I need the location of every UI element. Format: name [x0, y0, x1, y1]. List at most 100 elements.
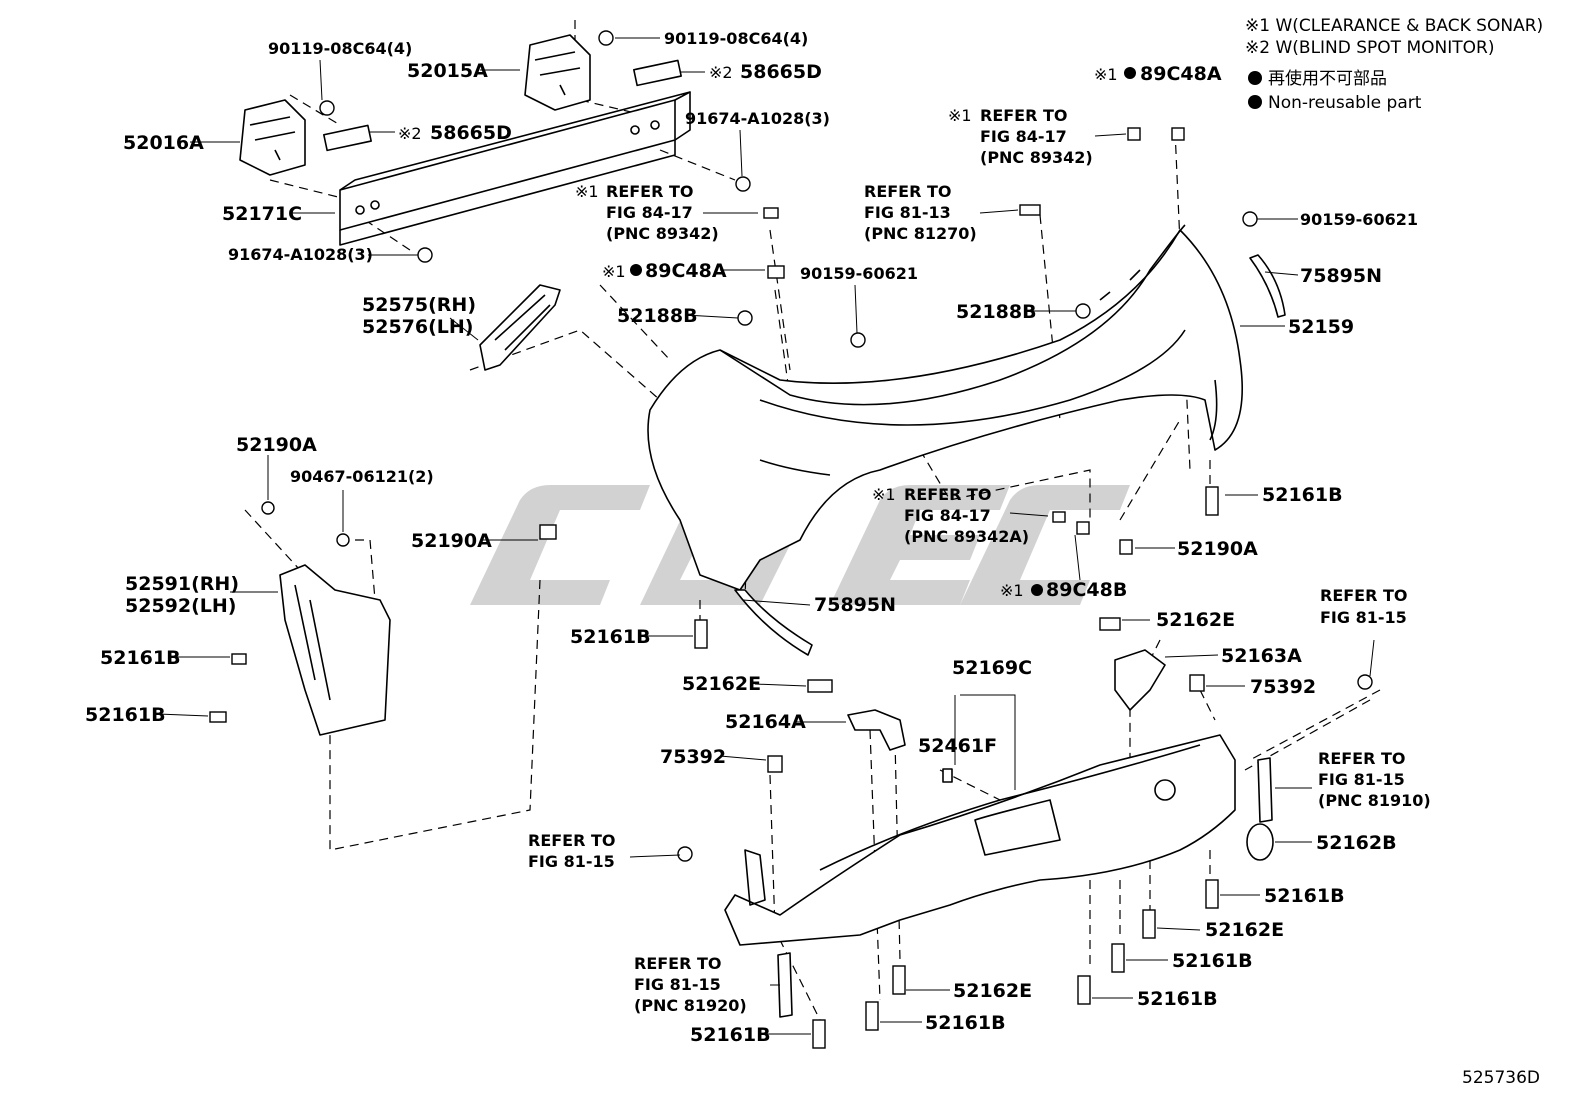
- label-52161b-right1: 52161B: [1262, 484, 1343, 506]
- retainer-52575: [479, 284, 561, 371]
- label-89c48a-top: 89C48A: [1140, 63, 1222, 85]
- ref-a-line3: (PNC 89342): [606, 224, 719, 243]
- label-52190a-top: 52190A: [236, 434, 317, 456]
- ref-d-line1: REFER TO: [904, 485, 992, 504]
- ref-b-line1: REFER TO: [864, 182, 952, 201]
- label-75392-right: 75392: [1250, 676, 1316, 698]
- mark-ref-a: ※1: [575, 182, 599, 201]
- label-58665d-left: 58665D: [430, 122, 512, 144]
- label-52575: 52575(RH): [362, 294, 476, 316]
- legend-dot-2: [1248, 95, 1262, 109]
- bracket-52015a: [524, 34, 591, 111]
- mark-ref-c: ※1: [948, 106, 972, 125]
- label-91674-right: 91674-A1028(3): [685, 109, 830, 128]
- ref-e-line2: FIG 81-15: [1320, 608, 1407, 627]
- label-52164a: 52164A: [725, 711, 806, 733]
- label-52161b-bot2: 52161B: [690, 1024, 771, 1046]
- label-75895n-right: 75895N: [1300, 265, 1382, 287]
- label-52159: 52159: [1288, 316, 1354, 338]
- ref-c-line1: REFER TO: [980, 106, 1068, 125]
- label-52161b-a: 52161B: [100, 647, 181, 669]
- label-52190a-mid: 52190A: [411, 530, 492, 552]
- label-52171c: 52171C: [222, 203, 302, 225]
- legend-note-2: ※2 W(BLIND SPOT MONITOR): [1245, 38, 1494, 58]
- mark-58665d-top: ※2: [709, 63, 733, 82]
- reflector-81910: [1257, 757, 1273, 823]
- ref-g-line2: FIG 81-15: [528, 852, 615, 871]
- pad-58665d-left: [323, 124, 372, 152]
- label-90159-mid: 90159-60621: [800, 264, 918, 283]
- nonreusable-dot-89c48a-top: [1124, 67, 1136, 79]
- pad-52461f: [942, 768, 953, 783]
- nonreusable-dot-89c48a-left: [630, 264, 642, 276]
- fasteners: [209, 30, 1373, 1049]
- label-52592: 52592(LH): [125, 595, 236, 617]
- label-52188b-right: 52188B: [956, 301, 1037, 323]
- label-90119-top: 90119-08C64(4): [664, 29, 808, 48]
- label-52162e-bot: 52162E: [953, 980, 1032, 1002]
- ref-a-line1: REFER TO: [606, 182, 694, 201]
- label-52015a: 52015A: [407, 60, 488, 82]
- label-52016a: 52016A: [123, 132, 204, 154]
- reinforcement-bar-52171c: [339, 91, 691, 246]
- ref-b-line2: FIG 81-13: [864, 203, 951, 222]
- part-labels: 90119-08C64(4) 90119-08C64(4) 52015A ※2 …: [85, 29, 1540, 1088]
- ref-g-line1: REFER TO: [528, 831, 616, 850]
- label-52162e-top: 52162E: [1156, 609, 1235, 631]
- ref-f-line1: REFER TO: [1318, 749, 1406, 768]
- ref-f-line3: (PNC 81910): [1318, 791, 1431, 810]
- cap-52162b: [1246, 823, 1274, 861]
- ref-c-line2: FIG 84-17: [980, 127, 1067, 146]
- label-52162e-left: 52162E: [682, 673, 761, 695]
- ref-b-line3: (PNC 81270): [864, 224, 977, 243]
- molding-75895n-low: [734, 589, 813, 656]
- ref-a-line2: FIG 84-17: [606, 203, 693, 222]
- ref-f-line2: FIG 81-15: [1318, 770, 1405, 789]
- label-90159-right: 90159-60621: [1300, 210, 1418, 229]
- label-75895n-low: 75895N: [814, 594, 896, 616]
- ref-d-line2: FIG 84-17: [904, 506, 991, 525]
- legend: ※1 W(CLEARANCE & BACK SONAR) ※2 W(BLIND …: [1245, 16, 1543, 113]
- label-90467: 90467-06121(2): [290, 467, 434, 486]
- label-52591: 52591(RH): [125, 573, 239, 595]
- bumper-cover-52159: [647, 224, 1243, 591]
- mark-89c48b: ※1: [1000, 581, 1024, 600]
- nonreusable-dot-89c48b: [1031, 584, 1043, 596]
- bracket-52164a: [847, 709, 906, 751]
- label-58665d-top: 58665D: [740, 61, 822, 83]
- lower-valance-52169c: [724, 734, 1236, 946]
- label-89c48b: 89C48B: [1046, 579, 1127, 601]
- side-retainer-52591: [279, 564, 391, 736]
- ref-h-line3: (PNC 81920): [634, 996, 747, 1015]
- legend-dot-1: [1248, 71, 1262, 85]
- reflector-81920: [777, 952, 793, 1018]
- ref-e-line1: REFER TO: [1320, 586, 1408, 605]
- figure-code: 525736D: [1462, 1068, 1540, 1088]
- label-52161b-bot1: 52161B: [925, 1012, 1006, 1034]
- label-52163a: 52163A: [1221, 645, 1302, 667]
- bracket-52016a: [239, 99, 306, 176]
- label-90119-left: 90119-08C64(4): [268, 39, 412, 58]
- ref-h-line1: REFER TO: [634, 954, 722, 973]
- label-52161b-c: 52161B: [570, 626, 651, 648]
- bracket-52163a: [1114, 649, 1166, 711]
- label-52162b: 52162B: [1316, 832, 1397, 854]
- ref-h-line2: FIG 81-15: [634, 975, 721, 994]
- label-52461f: 52461F: [918, 735, 997, 757]
- label-52161b-r2: 52161B: [1264, 885, 1345, 907]
- label-75392-left: 75392: [660, 746, 726, 768]
- label-52161b-r4: 52161B: [1137, 988, 1218, 1010]
- label-52162e-r: 52162E: [1205, 919, 1284, 941]
- ref-c-line3: (PNC 89342): [980, 148, 1093, 167]
- molding-75895n-right: [1249, 254, 1286, 318]
- label-52190a-right: 52190A: [1177, 538, 1258, 560]
- legend-en-nonreusable: Non-reusable part: [1268, 93, 1422, 113]
- label-91674-left: 91674-A1028(3): [228, 245, 373, 264]
- leader-lines: [157, 37, 1375, 1035]
- mark-89c48a-top: ※1: [1094, 65, 1118, 84]
- legend-note-1: ※1 W(CLEARANCE & BACK SONAR): [1245, 16, 1543, 36]
- label-89c48a-left: 89C48A: [645, 260, 727, 282]
- label-52188b-left: 52188B: [617, 305, 698, 327]
- mark-89c48a-left: ※1: [602, 262, 626, 281]
